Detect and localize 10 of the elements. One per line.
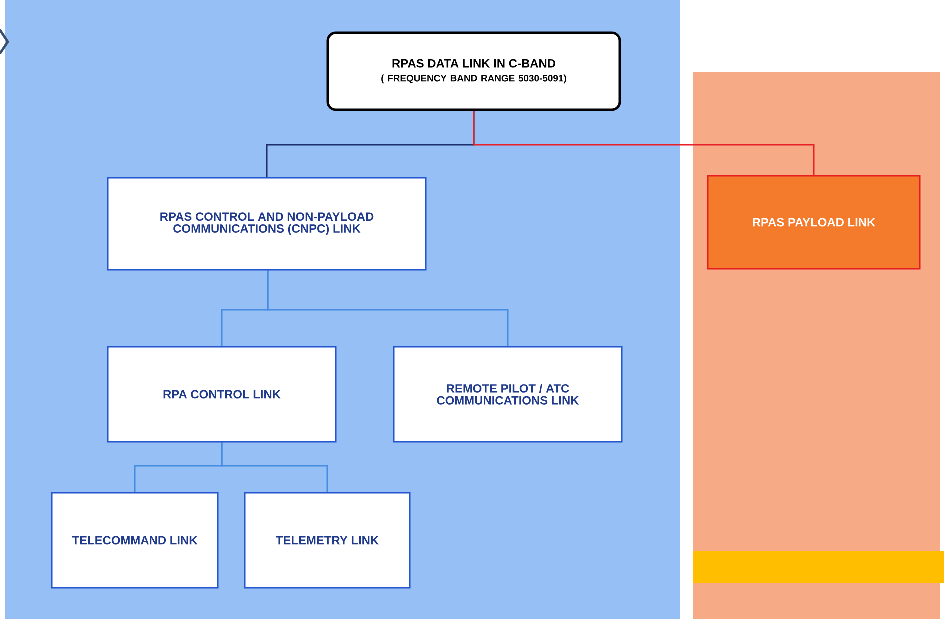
link-box: REMOTE PILOT / ATC COMMUNICATIONS LINK [393, 346, 623, 443]
link-box: RPAS CONTROL AND NON-PAYLOAD COMMUNICATIONS (CNPC) LINK [107, 177, 427, 271]
link-box: RPA CONTROL LINK [107, 346, 337, 443]
connector-line [267, 270, 509, 347]
link-box: TELEMETRY LINK [244, 492, 411, 589]
title-box: RPAS DATA LINK IN C-BAND ( FREQUENCY BAND RANGE 5030-5091) [326, 32, 622, 112]
connector-line [473, 110, 815, 176]
connector-line [221, 442, 328, 493]
link-box: TELECOMMAND LINK [51, 492, 219, 589]
payload-box: RPAS PAYLOAD LINK [707, 175, 921, 270]
